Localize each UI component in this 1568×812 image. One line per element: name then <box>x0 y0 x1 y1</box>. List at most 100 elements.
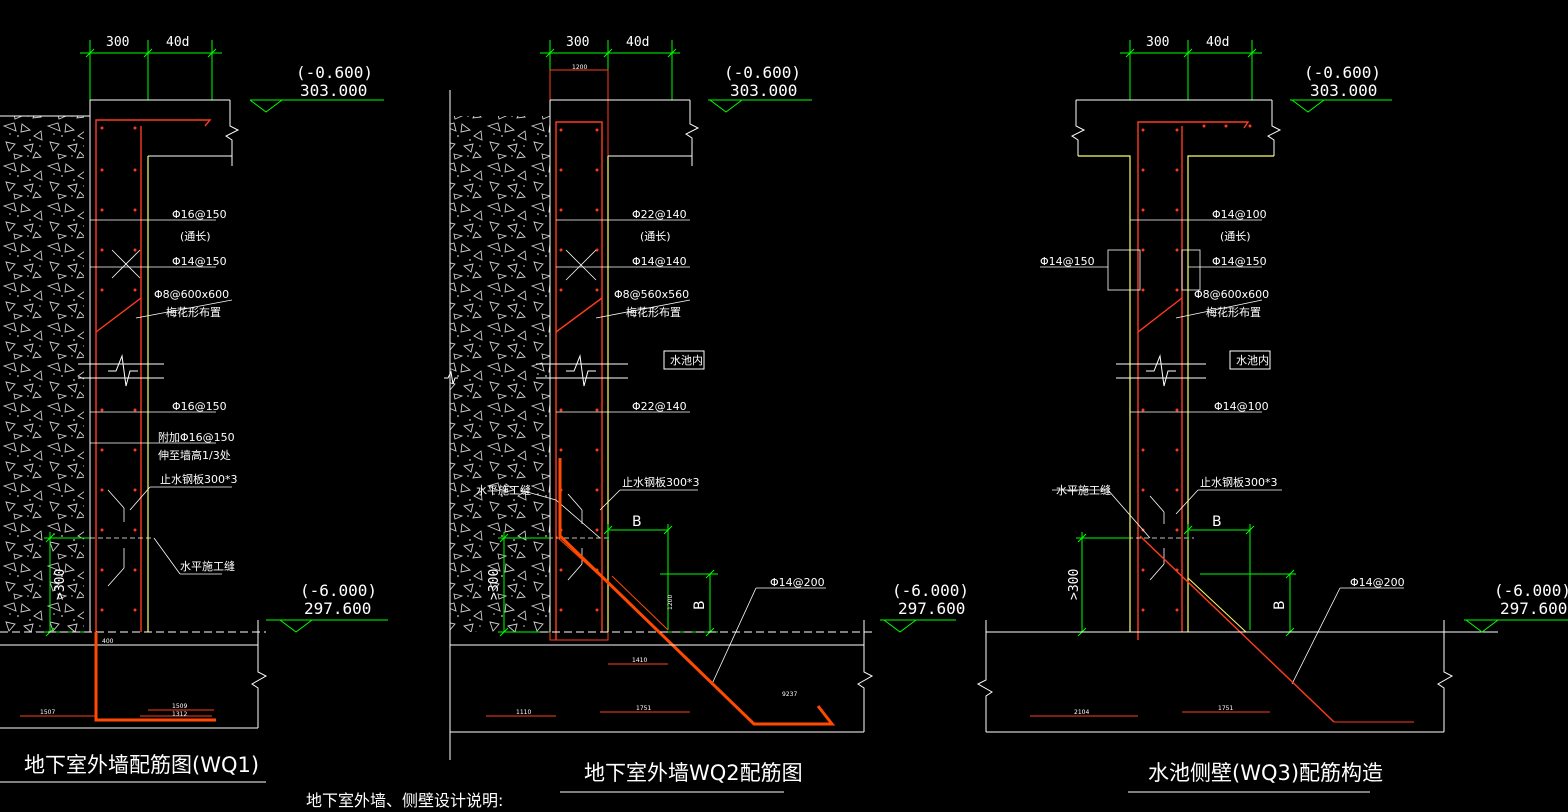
top-dimension <box>1120 40 1262 100</box>
dim-300: 300 <box>1146 35 1169 50</box>
base-dims <box>486 663 690 717</box>
elevation-marker-icon <box>1290 99 1568 633</box>
label-pool-inside: 水池内 <box>1236 353 1269 367</box>
elev-bottom-rel: (-6.000) <box>1494 581 1568 600</box>
dim-40d: 40d <box>166 35 189 50</box>
label-tie-rebar: Φ8@600x600 <box>1194 288 1269 301</box>
elev-bottom-abs: 297.600 <box>304 599 371 618</box>
label-continuous: (通长) <box>180 230 211 243</box>
label-construction-joint: 水平施工缝 <box>476 483 531 497</box>
dim-300: 300 <box>566 35 589 50</box>
break-line-icon <box>1116 354 1206 387</box>
side-dim-text: >300 <box>53 569 68 600</box>
soil-hatch <box>450 116 550 632</box>
label-vert-rebar-2: Φ22@140 <box>632 400 687 413</box>
rebar-cage <box>555 121 603 640</box>
label-diag-rebar: Φ14@200 <box>770 576 825 589</box>
label-tie-rebar: Φ8@600x600 <box>154 288 229 301</box>
notes-heading: 地下室外墙、侧壁设计说明: <box>306 791 503 810</box>
elev-top-abs: 303.000 <box>730 81 797 100</box>
rebar-cage <box>95 119 212 640</box>
foundation-outline <box>976 620 1498 733</box>
bottom-dim-4: 1200 <box>667 595 674 610</box>
concrete-face <box>1078 155 1274 632</box>
elev-top-abs: 303.000 <box>300 81 367 100</box>
label-waterstop: 止水钢板300*3 <box>1200 475 1278 489</box>
label-continuous: (通长) <box>640 230 671 243</box>
label-construction-joint: 水平施工缝 <box>180 559 235 573</box>
dim-40d: 40d <box>1206 35 1229 50</box>
base-rebar <box>94 632 216 722</box>
base-dims <box>1030 711 1414 723</box>
wall-outline <box>0 99 240 632</box>
soil-hatch <box>0 116 84 632</box>
b-dimensions <box>603 524 718 637</box>
diagonal-rebar <box>1139 535 1335 723</box>
elev-bottom-rel: (-6.000) <box>892 581 969 600</box>
dim-1200: 1200 <box>572 64 587 71</box>
label-vert-rebar-2: Φ14@100 <box>1214 400 1269 413</box>
bottom-dim-1: 2104 <box>1074 709 1089 716</box>
detail-title: 地下室外墙配筋图(WQ1) <box>24 753 259 777</box>
label-waterstop: 止水钢板300*3 <box>622 475 700 489</box>
label-horiz-rebar-outer: Φ14@150 <box>1040 255 1095 268</box>
rebar-cage <box>1137 121 1250 640</box>
label-horiz-rebar-inner: Φ14@150 <box>1212 255 1267 268</box>
detail-title: 地下室外墙WQ2配筋图 <box>584 761 803 785</box>
leaders <box>519 219 826 685</box>
foundation-outline <box>450 620 876 733</box>
elevation-marker-icon <box>708 99 956 633</box>
detail-wq1: 300 40d <box>0 35 388 783</box>
b-dimensions <box>1183 524 1296 637</box>
elev-top-rel: (-0.600) <box>724 63 801 82</box>
wall-outline <box>549 99 700 632</box>
label-waterstop: 止水钢板300*3 <box>160 472 238 486</box>
elev-bottom-abs: 297.600 <box>898 599 965 618</box>
b-letter-2: B <box>1272 600 1288 610</box>
leaders <box>90 219 233 587</box>
rebar-dots <box>100 126 137 612</box>
bottom-dim-1: 1110 <box>516 709 531 716</box>
rebar-dots <box>1141 124 1252 612</box>
b-letter-1: B <box>1212 514 1222 530</box>
side-dim-text: >300 <box>1067 569 1082 600</box>
label-diag-rebar: Φ14@200 <box>1350 576 1405 589</box>
diagonal-rebar <box>555 458 836 726</box>
label-construction-joint: 水平施工缝 <box>1056 483 1111 497</box>
label-horiz-rebar: Φ14@150 <box>172 255 227 268</box>
bottom-dim-5: 1410 <box>632 657 647 664</box>
detail-wq3: 300 40d <box>976 35 1568 793</box>
bottom-dim-2: 1751 <box>636 705 651 712</box>
label-plum-layout: 梅花形布置 <box>166 305 221 319</box>
bottom-dim-2: 1509 <box>172 703 187 710</box>
elev-bottom-rel: (-6.000) <box>300 581 377 600</box>
bottom-dim-3: 1312 <box>172 711 187 718</box>
rebar-dots <box>559 128 599 612</box>
bottom-dim-3: 9237 <box>782 691 797 698</box>
small-note: 400 <box>102 638 114 645</box>
side-dim-text: >300 <box>487 569 502 600</box>
detail-wq2: 300 40d 1200 <box>444 35 969 793</box>
label-vert-rebar: Φ22@140 <box>632 208 687 221</box>
label-added-rebar: 附加Φ16@150 <box>158 430 235 444</box>
label-continuous: (通长) <box>1220 230 1251 243</box>
leaders <box>1040 219 1404 685</box>
elevation-marker-icon <box>249 99 388 633</box>
base-dims <box>20 709 214 717</box>
pool-inside-box <box>1229 350 1271 370</box>
elev-top-rel: (-0.600) <box>296 63 373 82</box>
label-vert-rebar-2: Φ16@150 <box>172 400 227 413</box>
elev-top-abs: 303.000 <box>1310 81 1377 100</box>
elev-bottom-abs: 297.600 <box>1500 599 1567 618</box>
label-plum-layout: 梅花形布置 <box>626 305 681 319</box>
label-pool-inside: 水池内 <box>670 353 703 367</box>
top-dimension <box>80 40 222 100</box>
elev-top-rel: (-0.600) <box>1304 63 1381 82</box>
label-tie-rebar: Φ8@560x560 <box>614 288 689 301</box>
b-letter-1: B <box>632 514 642 530</box>
detail-title: 水池侧壁(WQ3)配筋构造 <box>1148 761 1383 785</box>
label-extend-note: 伸至墙高1/3处 <box>158 448 231 462</box>
side-dimension <box>1076 532 1130 637</box>
break-line-icon <box>444 354 628 387</box>
